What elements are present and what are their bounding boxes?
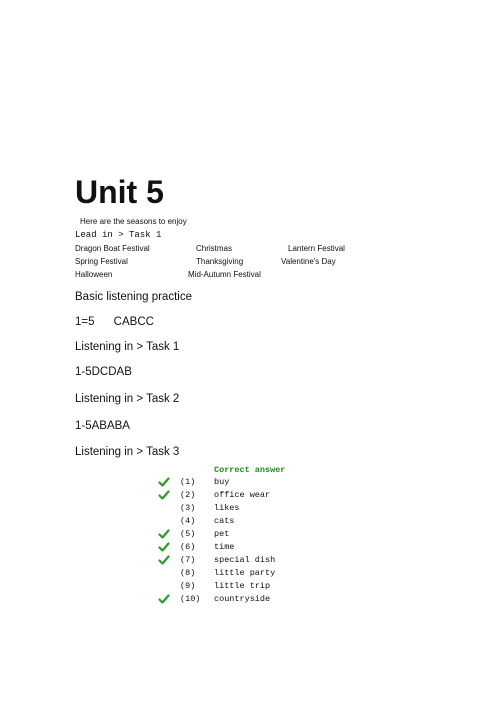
answer-line: 1-5DCDAB — [75, 366, 132, 378]
answer-word: pet — [214, 529, 230, 539]
answer-line: 1=5 CABCC — [75, 316, 154, 328]
answer-word: likes — [214, 503, 240, 513]
festival-item: Spring Festival — [75, 257, 128, 266]
answer-row: (7) special dish — [0, 555, 496, 568]
intro-text: Here are the seasons to enjoy — [80, 217, 187, 226]
answer-number: (4) — [180, 516, 196, 526]
answer-number: (7) — [180, 555, 196, 565]
answer-word: little party — [214, 568, 276, 578]
answer-word: special dish — [214, 555, 276, 565]
section-listening-task1: Listening in > Task 1 — [75, 341, 180, 353]
festival-item: Lantern Festival — [288, 244, 345, 253]
section-listening-task2: Listening in > Task 2 — [75, 393, 180, 405]
unit-title: Unit 5 — [75, 174, 164, 210]
answer-number: (10) — [180, 594, 201, 604]
festival-item: Christmas — [196, 244, 233, 253]
answer-number: (1) — [180, 477, 196, 487]
checkmark-icon — [158, 529, 170, 539]
checkmark-icon — [158, 477, 170, 487]
answer-number: (8) — [180, 568, 196, 578]
answer-number: (3) — [180, 503, 196, 513]
section-basic-listening: Basic listening practice — [75, 291, 192, 303]
answer-number: (2) — [180, 490, 196, 500]
festival-item: Thanksgiving — [196, 257, 244, 266]
answer-word: cats — [214, 516, 235, 526]
answer-number: (5) — [180, 529, 196, 539]
answer-word: time — [214, 542, 235, 552]
answer-row: (10) countryside — [0, 594, 496, 607]
answer-row: (3) likes — [0, 503, 496, 516]
answer-row: (9) little trip — [0, 581, 496, 594]
festival-item: Mid-Autumn Festival — [188, 270, 261, 279]
festival-item: Dragon Boat Festival — [75, 244, 150, 253]
answer-word: little trip — [214, 581, 271, 591]
answer-number: (9) — [180, 581, 196, 591]
answer-line: 1-5ABABA — [75, 420, 130, 432]
correct-answer-heading: Correct answer — [214, 465, 286, 475]
festival-item: Valentine's Day — [281, 257, 336, 266]
answer-word: buy — [214, 477, 230, 487]
answer-row: (6) time — [0, 542, 496, 555]
checkmark-icon — [158, 594, 170, 604]
answer-number: (6) — [180, 542, 196, 552]
lead-in-heading: Lead in > Task 1 — [75, 230, 162, 240]
answer-row: (1) buy — [0, 477, 496, 490]
section-listening-task3: Listening in > Task 3 — [75, 446, 180, 458]
checkmark-icon — [158, 555, 170, 565]
answer-row: (2) office wear — [0, 490, 496, 503]
answer-word: countryside — [214, 594, 271, 604]
answer-word: office wear — [214, 490, 271, 500]
checkmark-icon — [158, 542, 170, 552]
answer-row: (5) pet — [0, 529, 496, 542]
checkmark-icon — [158, 490, 170, 500]
answer-row: (8) little party — [0, 568, 496, 581]
festival-item: Halloween — [75, 270, 113, 279]
answer-row: (4) cats — [0, 516, 496, 529]
